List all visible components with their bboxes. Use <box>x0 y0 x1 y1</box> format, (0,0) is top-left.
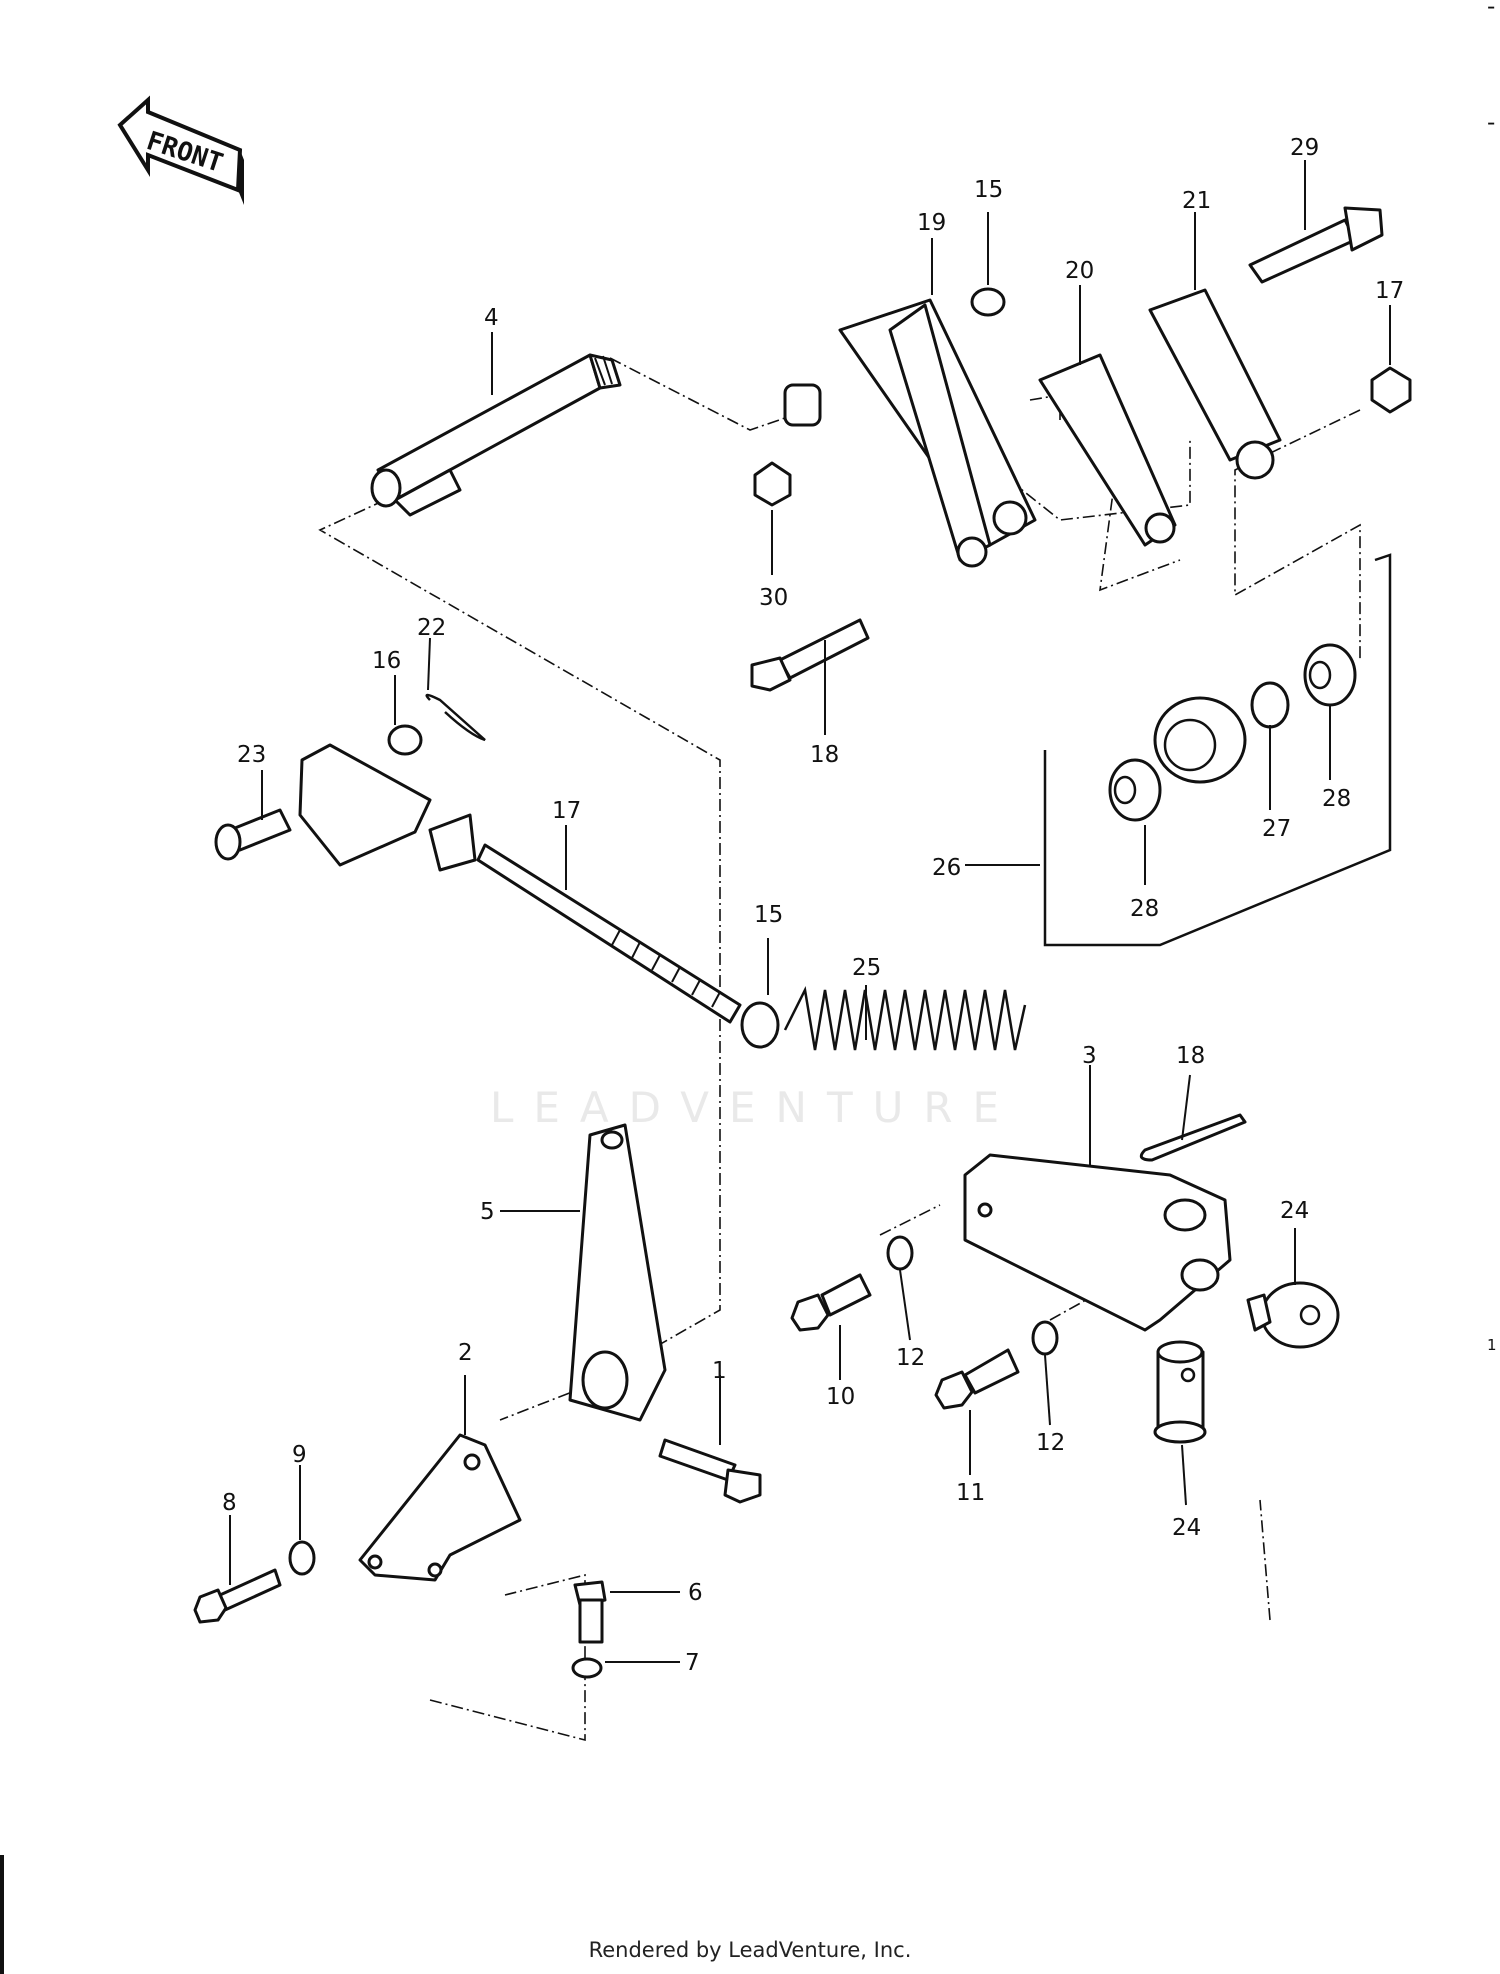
part-3-bracket <box>963 1153 1232 1332</box>
callout-1: 1 <box>712 1358 727 1384</box>
callout-labels: 4 19 15 20 21 29 17 30 18 22 16 23 17 15… <box>222 0 1497 1676</box>
callout-28-left: 28 <box>1130 896 1159 922</box>
part-21-nut <box>1370 366 1412 414</box>
part-24-pin <box>1153 1340 1207 1444</box>
callout-14-center: 20 <box>1065 258 1094 284</box>
callout-23: 23 <box>237 742 266 768</box>
part-25-spring <box>783 986 1027 1051</box>
margin-mark-top: - <box>1487 0 1495 20</box>
leader-lines <box>229 160 1391 1663</box>
watermark-text: LEADVENTURE <box>490 1083 1019 1132</box>
callout-2: 2 <box>458 1340 473 1366</box>
callout-12-lower: 12 <box>1036 1430 1065 1456</box>
callout-26: 26 <box>932 855 961 881</box>
part-16-washer <box>387 724 423 756</box>
part-1-bolt <box>658 1438 762 1504</box>
callout-7: 7 <box>685 1650 700 1676</box>
callout-3: 3 <box>1082 1043 1097 1069</box>
part-19-clip <box>425 693 486 742</box>
part-10-bolt <box>790 1273 872 1332</box>
callout-15-lower: 15 <box>754 902 783 928</box>
callout-9: 9 <box>292 1442 307 1468</box>
left-margin-bar <box>0 1855 4 1974</box>
margin-mark-right: 1 <box>1487 1336 1497 1354</box>
kit-26-bracket <box>1043 553 1392 947</box>
part-12-washer-lower <box>1031 1320 1059 1356</box>
part-2-bracket <box>358 1433 522 1582</box>
callout-24: 24 <box>1172 1515 1201 1541</box>
callout-30: 30 <box>759 585 788 611</box>
part-15-washer-upper <box>970 287 1006 317</box>
callout-14-right: 21 <box>1182 188 1211 214</box>
part-20-bolt <box>750 618 870 692</box>
callout-15-upper: 15 <box>974 177 1003 203</box>
callout-25: 25 <box>852 955 881 981</box>
part-30-nut <box>753 461 792 507</box>
margin-mark-mid: - <box>1487 110 1495 136</box>
part-5-arm <box>568 1123 667 1422</box>
callout-4: 4 <box>484 305 499 331</box>
callout-17: 17 <box>552 798 581 824</box>
callout-18: 18 <box>1176 1043 1205 1069</box>
callout-5: 5 <box>480 1199 495 1225</box>
front-arrow-icon: FRONT <box>117 95 244 205</box>
part-4-shaft <box>370 353 622 517</box>
callout-19: 22 <box>417 615 446 641</box>
part-8-bolt <box>193 1568 282 1624</box>
footer-text: Rendered by LeadVenture, Inc. <box>588 1938 912 1962</box>
callout-6: 6 <box>688 1580 703 1606</box>
part-13-lever <box>783 298 1037 568</box>
part-22-cap <box>1246 1281 1340 1349</box>
part-17-rod <box>298 743 742 1024</box>
part-11-bolt <box>934 1348 1020 1410</box>
part-12-washer-upper <box>886 1235 914 1271</box>
callout-12-upper: 12 <box>896 1345 925 1371</box>
callout-11: 11 <box>956 1480 985 1506</box>
part-18-cotter-pin <box>1139 1113 1247 1162</box>
callout-16: 16 <box>372 648 401 674</box>
part-26-bushing-kit <box>1108 643 1357 822</box>
part-23-pin <box>214 808 292 861</box>
part-6-bolt <box>573 1580 607 1644</box>
callout-13: 19 <box>917 210 946 236</box>
callout-21: 17 <box>1375 278 1404 304</box>
callout-27: 27 <box>1262 816 1291 842</box>
part-9-washer <box>288 1540 316 1576</box>
part-14-lever-center <box>1038 353 1177 547</box>
callout-22: 24 <box>1280 1198 1309 1224</box>
callout-20: 18 <box>810 742 839 768</box>
part-29-bolt <box>1248 206 1384 284</box>
callout-29: 29 <box>1290 135 1319 161</box>
part-14-lever-right <box>1148 288 1282 480</box>
callout-8: 8 <box>222 1490 237 1516</box>
callout-28-right: 28 <box>1322 786 1351 812</box>
callout-10: 10 <box>826 1384 855 1410</box>
part-7-washer <box>571 1657 603 1679</box>
part-15-washer-lower <box>740 1001 780 1049</box>
